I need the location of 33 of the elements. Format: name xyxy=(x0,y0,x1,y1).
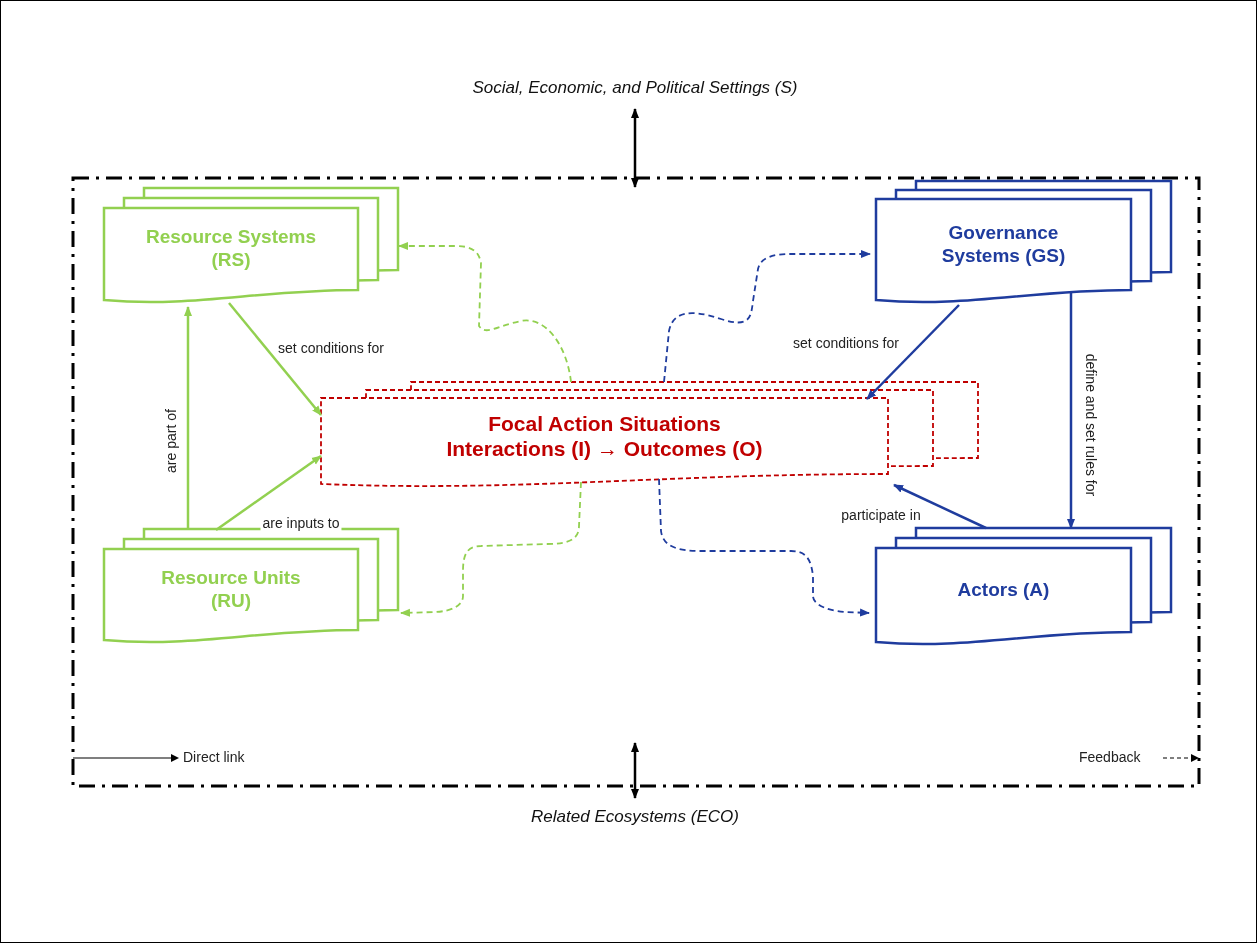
node-title: Interactions (I) → Outcomes (O) xyxy=(446,436,763,462)
arrow xyxy=(1067,292,1075,529)
arrow xyxy=(866,304,960,400)
legend-label: Direct link xyxy=(183,749,245,765)
arrow xyxy=(631,742,639,799)
legend-label: Feedback xyxy=(1079,749,1141,765)
document-stack xyxy=(104,188,397,306)
node-title: Actors (A) xyxy=(957,578,1050,602)
feedback-arrow xyxy=(663,250,871,383)
document-stack xyxy=(876,528,1171,648)
setting-label: Related Ecosystems (ECO) xyxy=(435,804,835,830)
node-title: Governance Systems (GS) xyxy=(940,221,1067,268)
edge-label: are inputs to xyxy=(260,515,342,531)
edge-label: participate in xyxy=(839,507,923,523)
edge-label: set conditions for xyxy=(791,335,901,351)
arrow xyxy=(631,108,639,188)
document-stack xyxy=(104,529,397,646)
edge-label: define and set rules for xyxy=(1083,351,1099,499)
document-stack xyxy=(876,181,1171,306)
node-title: Resource Systems (RS) xyxy=(144,226,317,272)
arrow xyxy=(228,302,322,416)
setting-label: Social, Economic, and Political Settings (S) xyxy=(435,75,835,101)
node-title: Resource Units (RU) xyxy=(160,566,302,613)
feedback-arrow xyxy=(398,242,572,383)
edge-label: are part of xyxy=(163,407,179,475)
arrow xyxy=(893,483,987,530)
boundary-frame xyxy=(73,178,1199,786)
arrow xyxy=(215,454,322,532)
node-title: Focal Action Situations xyxy=(488,410,721,436)
edge-label: set conditions for xyxy=(276,340,386,356)
document-stack xyxy=(321,382,978,490)
feedback-arrow xyxy=(400,481,582,617)
arrow xyxy=(184,306,192,530)
